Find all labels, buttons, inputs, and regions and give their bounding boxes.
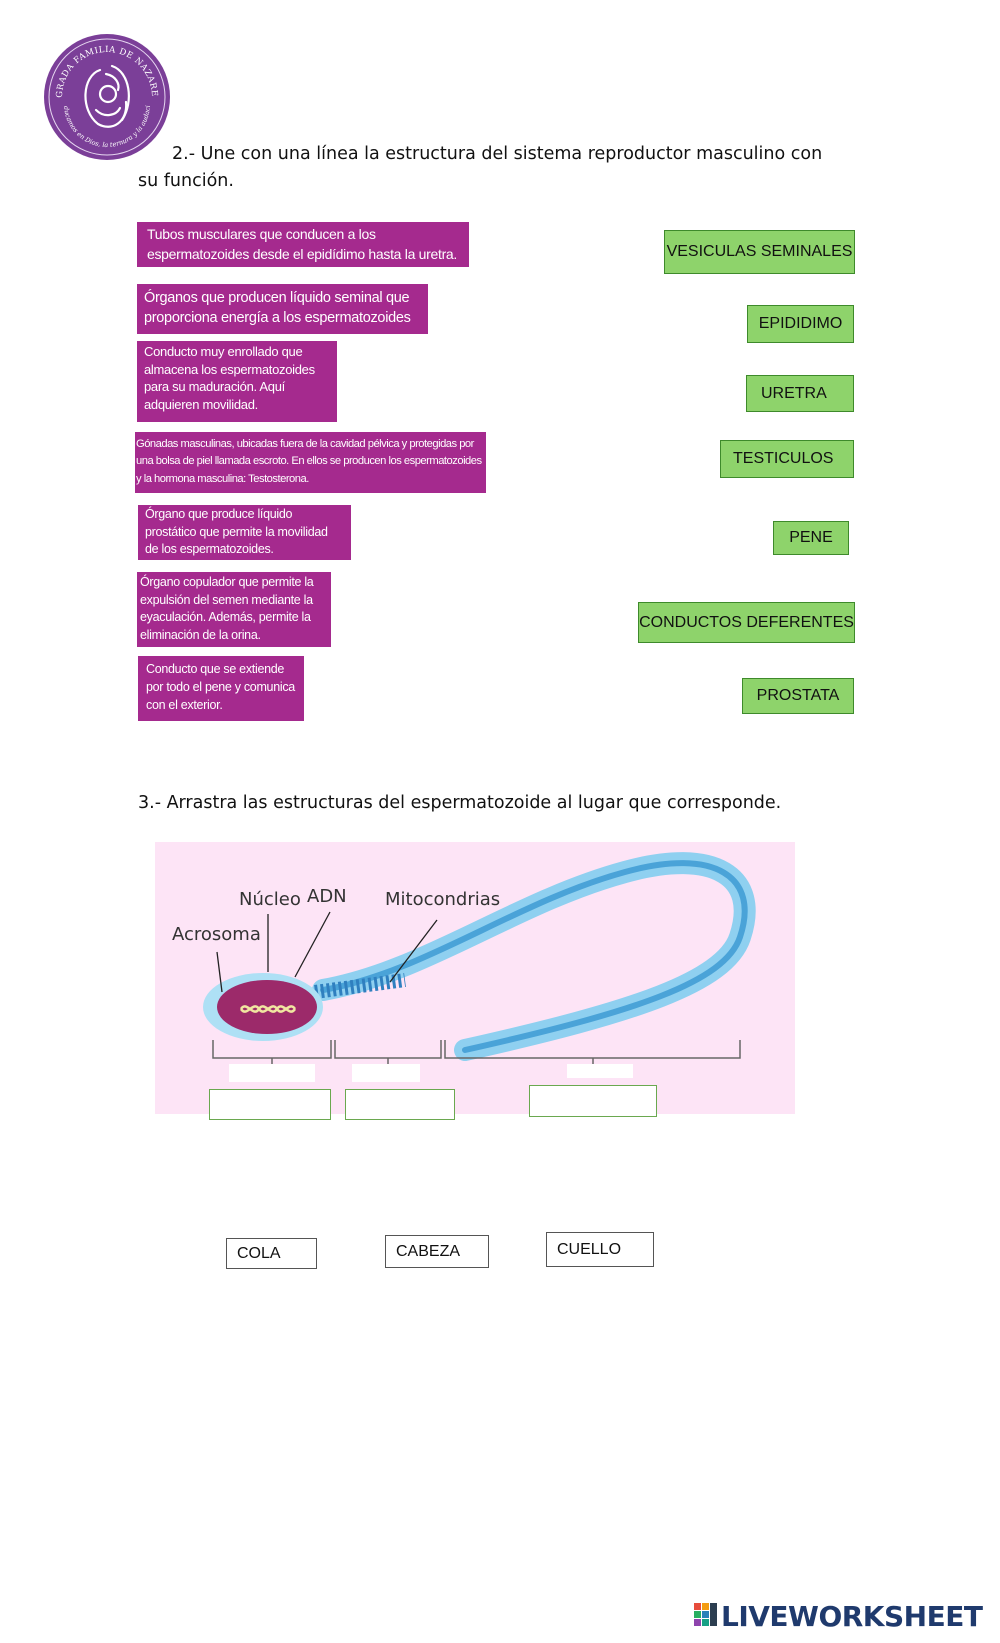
sperm-diagram: Núcleo ADN Mitocondrias Acrosoma — [155, 842, 795, 1114]
term-pene[interactable]: PENE — [773, 521, 849, 555]
term-epididimo[interactable]: EPIDIDIMO — [747, 305, 854, 343]
liveworksheets-logo: LIVEWORKSHEETS — [694, 1600, 984, 1631]
term-testiculos[interactable]: TESTICULOS — [720, 440, 854, 478]
liveworksheets-icon — [694, 1603, 717, 1626]
term-uretra[interactable]: URETRA — [746, 375, 854, 412]
chip-cabeza[interactable]: CABEZA — [385, 1235, 489, 1268]
drop-zone-head[interactable] — [209, 1089, 331, 1120]
label-adn: ADN — [307, 886, 347, 907]
term-conductos-deferentes[interactable]: CONDUCTOS DEFERENTES — [638, 602, 855, 643]
definition-pene[interactable]: Órgano copulador que permite la expulsió… — [137, 572, 331, 647]
drop-zone-neck[interactable] — [345, 1089, 455, 1120]
definition-prostata[interactable]: Órgano que produce líquido prostático qu… — [138, 505, 351, 560]
label-nucleo: Núcleo — [239, 889, 301, 910]
chip-cuello[interactable]: CUELLO — [546, 1232, 654, 1267]
term-prostata[interactable]: PROSTATA — [742, 678, 854, 714]
definition-vesiculas[interactable]: Órganos que producen líquido seminal que… — [137, 284, 428, 334]
definition-epididimo[interactable]: Conducto muy enrollado que almacena los … — [137, 341, 337, 422]
label-mitocondrias: Mitocondrias — [385, 889, 500, 910]
holy-family-icon — [84, 64, 130, 128]
label-acrosoma: Acrosoma — [172, 924, 261, 945]
label-arrows — [216, 911, 438, 993]
definition-uretra[interactable]: Conducto que se extiende por todo el pen… — [138, 656, 304, 721]
definition-testiculos[interactable]: Gónadas masculinas, ubicadas fuera de la… — [135, 432, 486, 493]
definition-conductos[interactable]: Tubos musculares que conducen a los espe… — [137, 222, 469, 267]
term-vesiculas-seminales[interactable]: VESICULAS SEMINALES — [664, 230, 855, 274]
chip-cola[interactable]: COLA — [226, 1238, 317, 1269]
question-3-title: 3.- Arrastra las estructuras del esperma… — [138, 793, 782, 813]
drop-zone-tail[interactable] — [529, 1085, 657, 1117]
footer-brand: LIVEWORKSHEETS — [721, 1600, 984, 1631]
question-2-title: 2.- Une con una línea la estructura del … — [138, 144, 823, 191]
